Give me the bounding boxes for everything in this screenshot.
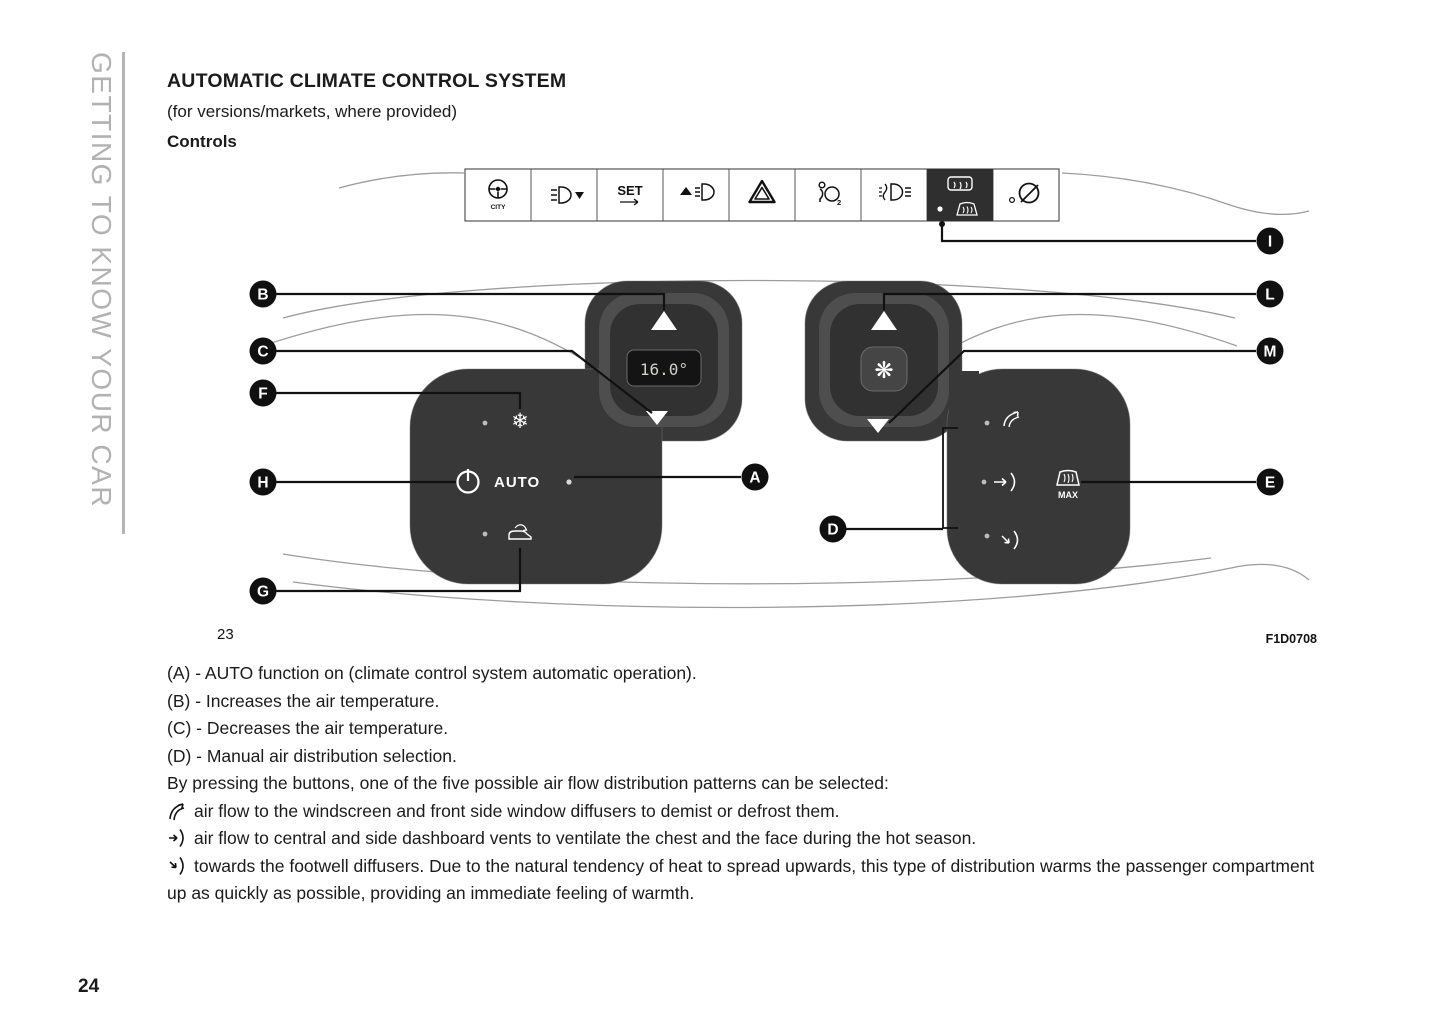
windscreen-airflow-button [1003,411,1020,428]
set-button: SET [617,183,643,206]
page-number: 24 [78,976,100,997]
callout-m: M [1256,337,1284,365]
callout-c: C [249,337,277,365]
vent-led-3 [984,533,990,539]
main-beam-icon [680,183,715,201]
desc-footwell-text: towards the footwell diffusers. Due to t… [167,855,1315,904]
passenger-airbag-icon: 2 [818,181,841,207]
temp-display [626,349,702,387]
fan-icon: ❋ [874,357,893,383]
svg-text:L: L [1265,287,1274,304]
svg-text:B: B [257,287,268,304]
desc-windscreen-text: air flow to the windscreen and front sid… [194,800,840,821]
auto-led [566,479,572,485]
max-demist-button: MAX [1056,469,1080,500]
desc-c: (C) - Decreases the air temperature. [167,718,449,738]
windscreen-defrost-icon [956,201,978,216]
sidebar-rule [122,52,125,534]
svg-text:I: I [1268,234,1272,251]
snowflake-led [482,420,488,426]
city-label: CITY [491,204,506,211]
set-label: SET [617,183,642,198]
distribution-bracket [942,427,958,529]
heated-rear-window-button [927,169,993,221]
callout-g: G [249,577,277,605]
left-climate-pod: 16.0° ❄ AUTO [409,280,743,585]
svg-text:C: C [257,344,268,361]
vent-led-1 [984,420,990,426]
callout-b: B [249,280,277,308]
svg-text:F: F [258,386,267,403]
city-steering-button: CITY [488,179,508,211]
power-button [456,469,480,494]
callout-lines [276,221,1256,593]
rear-fog-light-icon [879,183,911,201]
fan-button [860,346,908,392]
callout-h: H [249,468,277,496]
airbag-2-label: 2 [837,198,841,207]
max-label: MAX [1058,490,1078,500]
dashboard-switch-strip: CITY SET [464,168,1060,222]
footwell-airflow-button [1001,530,1019,550]
windscreen-demist-icon [167,800,189,822]
desc-a: (A) - AUTO function on (climate control … [167,663,697,683]
callouts: B C F H G A D I L M E [249,227,1284,605]
section-heading: Controls [167,132,237,151]
svg-text:E: E [1265,475,1275,492]
desc-footwell-item: towards the footwell diffusers. Due to t… [167,853,1327,908]
recirculation-button [508,524,532,540]
recirc-led [482,531,488,537]
callout-d: D [819,515,847,543]
desc-vents-text: air flow to central and side dashboard v… [194,828,977,848]
esc-off-button [1009,182,1040,204]
footwell-airflow-icon [167,855,189,877]
svg-text:G: G [257,584,269,601]
page-title: AUTOMATIC CLIMATE CONTROL SYSTEM [167,70,567,92]
svg-text:D: D [827,522,838,539]
right-climate-pod: ❋ MAX [804,280,1131,585]
dashboard-vents-button [994,472,1016,492]
dipped-beam-icon [551,186,584,204]
figure-number: 23 [217,626,234,643]
rear-defrost-icon [947,176,973,191]
figure-23: CITY SET [167,166,1337,656]
defrost-led [937,206,943,212]
auto-label: AUTO [494,474,540,491]
hazard-lights-button [748,179,776,204]
snowflake-icon: ❄ [511,410,529,433]
desc-d: (D) - Manual air distribution selection. [167,745,457,766]
temp-up-arrow [651,311,677,330]
desc-b: (B) - Increases the air temperature. [167,690,440,711]
svg-text:H: H [257,475,268,492]
figure-code: F1D0708 [1266,632,1317,646]
temp-down-arrow [646,411,668,425]
desc-windscreen-item: air flow to the windscreen and front sid… [167,798,1327,826]
chapter-tab: GETTING TO KNOW YOUR CAR [86,52,117,509]
dashboard-vents-icon [167,827,189,849]
callout-a: A [741,463,769,491]
callout-l: L [1256,280,1284,308]
fan-down-arrow [867,419,889,433]
svg-text:M: M [1264,344,1277,361]
svg-text:A: A [749,470,760,487]
climate-controls-diagram: CITY SET [217,168,1317,646]
callout-f: F [249,379,277,407]
main-content: AUTOMATIC CLIMATE CONTROL SYSTEM (for ve… [167,70,1337,908]
description-block: (A) - AUTO function on (climate control … [167,660,1327,908]
callout-i: I [1256,227,1284,255]
desc-vents-item: air flow to central and side dashboard v… [167,825,1327,853]
vent-led-2 [981,479,987,485]
desc-intro: By pressing the buttons, one of the five… [167,773,889,793]
subtitle: (for versions/markets, where provided) [167,102,458,121]
callout-e: E [1256,468,1284,496]
fan-up-arrow [871,311,897,330]
temp-display-value: 16.0° [640,360,688,379]
